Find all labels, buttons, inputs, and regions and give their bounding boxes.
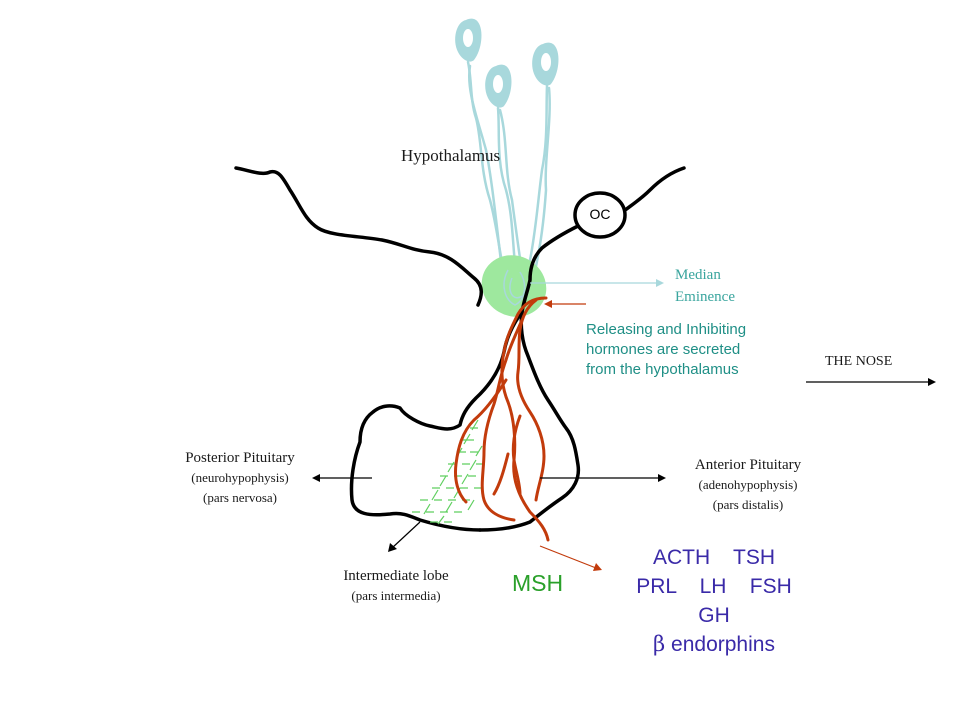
intermediate-lobe-hatch (412, 419, 484, 525)
brain-outline (234, 166, 686, 532)
hormones-line-2: PRL LH FSH (636, 575, 792, 598)
arrows (312, 279, 936, 571)
endorphins-label: endorphins (671, 633, 775, 656)
intermediate-arrow (391, 521, 421, 549)
hypothalamus-label: Hypothalamus (401, 146, 501, 165)
hormones-line-4: β endorphins (636, 630, 792, 659)
anterior-line-1: Anterior Pituitary (694, 457, 802, 473)
hormone-arrow (539, 545, 597, 569)
releasing-line-3: from the hypothalamus (586, 361, 739, 378)
outline-stalk-left (349, 310, 524, 532)
outline-stalk-right (478, 310, 581, 532)
anterior-pituitary-label: Anterior Pituitary (adenohypophysis) (pa… (695, 455, 801, 515)
optic-chiasm (573, 191, 627, 239)
oc-label: OC (589, 206, 611, 222)
median-eminence-line-1: Median (675, 267, 721, 283)
intermediate-line-2: (pars intermedia) (351, 588, 441, 603)
posterior-pituitary-label: Posterior Pituitary (neurohypophysis) (p… (185, 448, 295, 508)
posterior-line-2: (neurohypophysis) (191, 470, 289, 485)
hormones-line-3: GH (698, 604, 730, 627)
median-eminence (481, 255, 547, 317)
hormones-line-1: ACTH TSH (652, 546, 776, 569)
portal-vessel-main (500, 296, 550, 542)
median-eminence-label: Median Eminence (675, 264, 735, 308)
releasing-line-2: hormones are secreted (586, 341, 741, 358)
beta-symbol: β (653, 632, 666, 656)
releasing-hormones-label: Releasing and Inhibiting hormones are se… (586, 320, 746, 380)
posterior-line-1: Posterior Pituitary (185, 450, 295, 466)
outline-left-upper (234, 166, 483, 307)
the-nose-label: THE NOSE (825, 354, 893, 369)
anterior-line-2: (adenohypophysis) (698, 477, 798, 492)
median-eminence-plexus (503, 269, 526, 306)
intermediate-line-1: Intermediate lobe (343, 568, 449, 584)
msh-label: MSH (512, 570, 564, 596)
median-eminence-line-2: Eminence (675, 289, 735, 305)
posterior-line-3: (pars nervosa) (202, 490, 277, 505)
outline-right-upper (520, 166, 686, 314)
intermediate-lobe-label: Intermediate lobe (pars intermedia) (343, 566, 448, 606)
releasing-line-1: Releasing and Inhibiting (586, 321, 747, 338)
anterior-hormones-list: ACTH TSH PRL LH FSH GH β endorphins (636, 543, 792, 659)
anterior-line-3: (pars distalis) (712, 497, 784, 512)
portal-vessels (454, 296, 550, 542)
